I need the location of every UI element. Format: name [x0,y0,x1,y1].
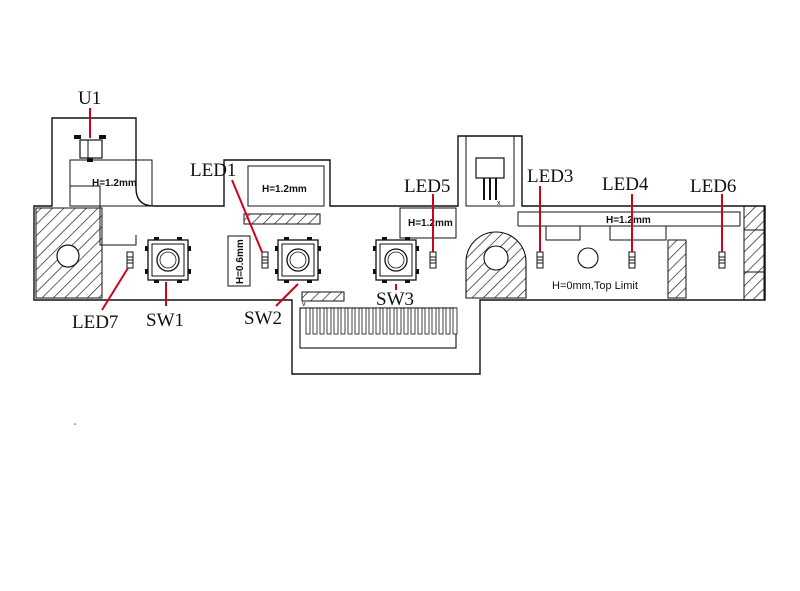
connector-pin [361,307,367,335]
sw-gap-area: H=0.6mm [227,235,251,287]
led3-part [536,251,544,269]
led6-part [718,251,726,269]
led4-part [628,251,636,269]
led5-area: H=1.2mm [399,207,457,239]
led4-label: LED4 [602,174,649,195]
connector-pin [424,307,430,335]
sw3-switch [372,236,420,284]
u1-area: H=1.2mm [69,159,153,246]
strip-hatch [301,291,345,302]
connector-pin [347,307,353,335]
u1-part [74,135,106,162]
led1-label: LED1 [190,160,236,181]
connector-pin [305,307,311,335]
led6-label: LED6 [690,176,736,197]
left-mount-hatch [35,207,103,299]
bottom-connector: v [299,301,458,349]
led3-label: LED3 [527,166,573,187]
connector-pin [368,307,374,335]
u1-height-note: H=1.2mm [92,178,137,189]
connector-pin [452,307,458,335]
connector-pin [354,307,360,335]
led1-area: H=1.2mm [243,165,325,225]
stray-dot [74,423,76,425]
led5-part [429,251,437,269]
board-outline [33,117,766,375]
led7-label: LED7 [72,312,118,333]
connector-pin [333,307,339,335]
connector-pin [382,307,388,335]
leader-led1 [231,179,263,253]
led7-part [126,251,134,269]
connector-pin [312,307,318,335]
leader-lines [89,108,723,311]
leader-led7 [101,267,129,311]
u1-label: U1 [78,88,101,109]
connector-pin [375,307,381,335]
sw2-label: SW2 [244,308,282,329]
leader-sw2 [275,283,299,307]
connector-pin [445,307,451,335]
svg-text:v: v [302,301,306,308]
svg-text:x: x [497,200,501,207]
sw3-label: SW3 [376,289,414,310]
led1-part [261,251,269,269]
connector-pin [326,307,332,335]
led5-label: LED5 [404,176,450,197]
connector-pin [340,307,346,335]
top-header: x [465,135,515,207]
sw-gap-height-note: H=0.6mm [235,239,246,284]
right-height-note: H=1.2mm [606,215,651,226]
connector-pin [410,307,416,335]
sw1-label: SW1 [146,310,184,331]
led5-height-note: H=1.2mm [408,218,453,229]
connector-pin [319,307,325,335]
round-mount-hatch [465,231,527,299]
connector-pin [389,307,395,335]
sw1-switch [144,236,192,284]
right-area: H=1.2mm H=0mm,Top Limit [517,205,765,301]
top-limit-note: H=0mm,Top Limit [552,280,638,292]
led1-height-note: H=1.2mm [262,184,307,195]
connector-pin [403,307,409,335]
connector-pin [431,307,437,335]
connector-pin [438,307,444,335]
sw2-switch [274,236,322,284]
connector-pin [396,307,402,335]
connector-pin [417,307,423,335]
